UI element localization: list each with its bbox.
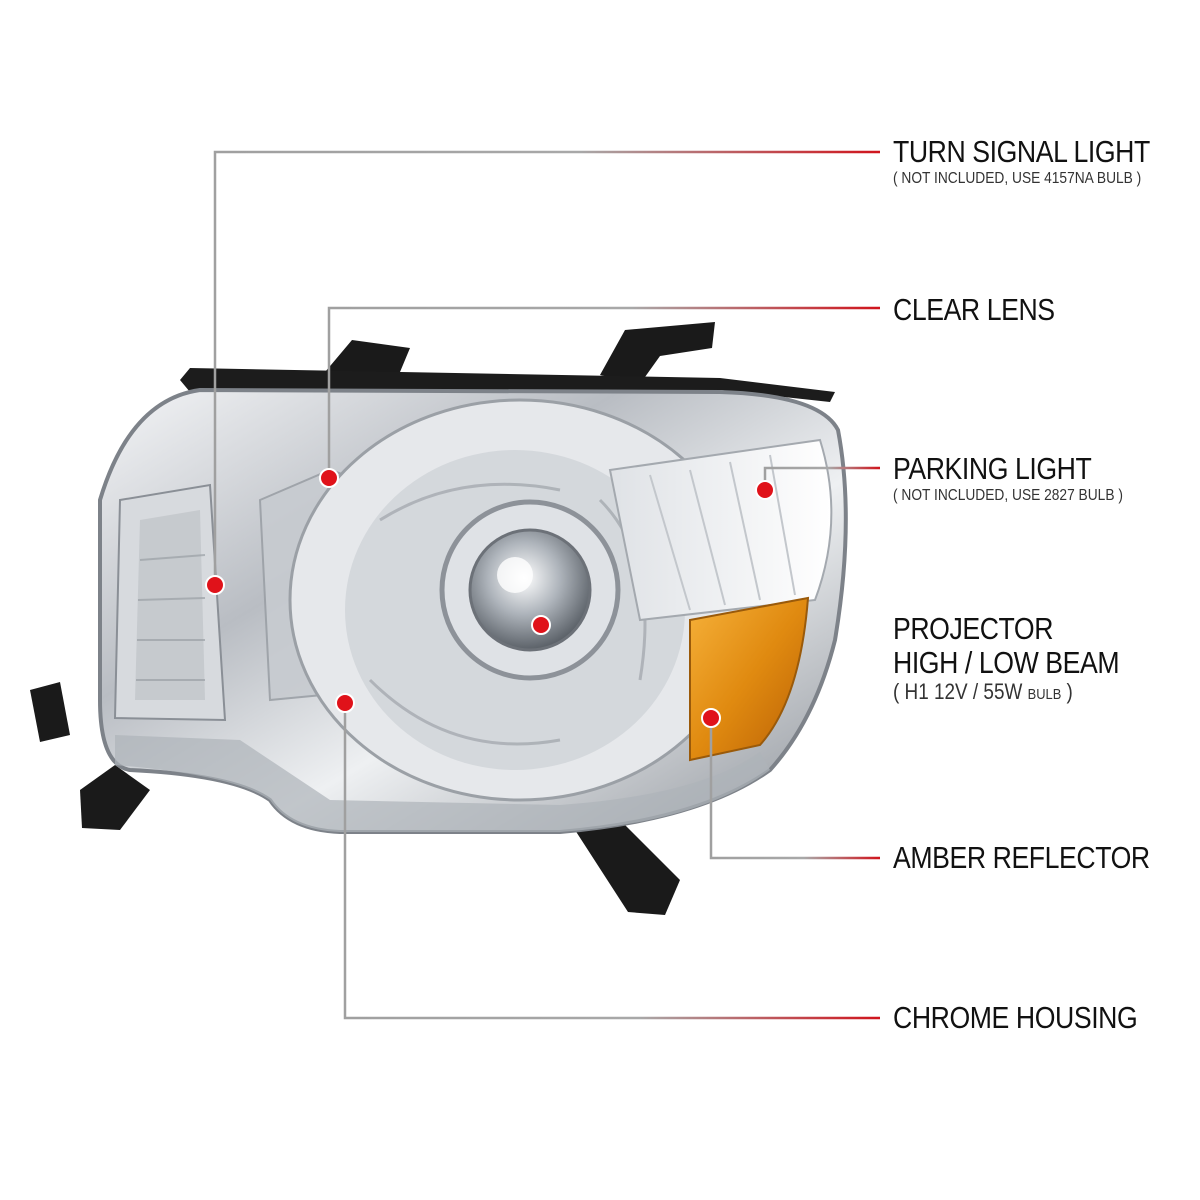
callout-title: PARKING LIGHT — [893, 451, 1092, 486]
red-marker-dot — [335, 693, 355, 713]
callout-note: ( H1 12V / 55W BULB ) — [893, 680, 1119, 707]
note-main: ( H1 12V / 55W — [893, 679, 1028, 704]
red-marker-dot — [319, 468, 339, 488]
callout-projector: PROJECTOR HIGH / LOW BEAM ( H1 12V / 55W… — [893, 612, 1156, 707]
callout-turn-signal: TURN SIGNAL LIGHT ( NOT INCLUDED, USE 41… — [893, 135, 1192, 189]
callout-title: TURN SIGNAL LIGHT — [893, 134, 1150, 169]
note-end: ) — [1061, 679, 1073, 704]
callout-title: CLEAR LENS — [893, 292, 1055, 327]
callout-title-line2: HIGH / LOW BEAM — [893, 645, 1120, 680]
leader-chrome-housing — [343, 703, 880, 1020]
callout-chrome-housing: CHROME HOUSING — [893, 1001, 1177, 1035]
callout-title: CHROME HOUSING — [893, 1000, 1138, 1035]
callout-title: AMBER REFLECTOR — [893, 840, 1150, 875]
callout-note: ( NOT INCLUDED, USE 2827 BULB ) — [893, 487, 1123, 504]
red-marker-dot — [701, 708, 721, 728]
red-marker-dot — [755, 480, 775, 500]
red-marker-dot — [205, 575, 225, 595]
leader-turn-signal — [213, 150, 880, 585]
callout-amber-reflector: AMBER REFLECTOR — [893, 841, 1192, 875]
note-small: BULB — [1027, 686, 1062, 703]
leader-parking-light — [763, 466, 880, 490]
leader-clear-lens — [327, 306, 880, 478]
callout-note: ( NOT INCLUDED, USE 4157NA BULB ) — [893, 170, 1142, 187]
red-markers — [205, 468, 775, 728]
leader-amber-reflector — [709, 718, 880, 860]
red-marker-dot — [531, 615, 551, 635]
callout-clear-lens: CLEAR LENS — [893, 293, 1081, 327]
callout-parking-light: PARKING LIGHT ( NOT INCLUDED, USE 2827 B… — [893, 452, 1160, 506]
callout-title-line1: PROJECTOR — [893, 611, 1054, 646]
